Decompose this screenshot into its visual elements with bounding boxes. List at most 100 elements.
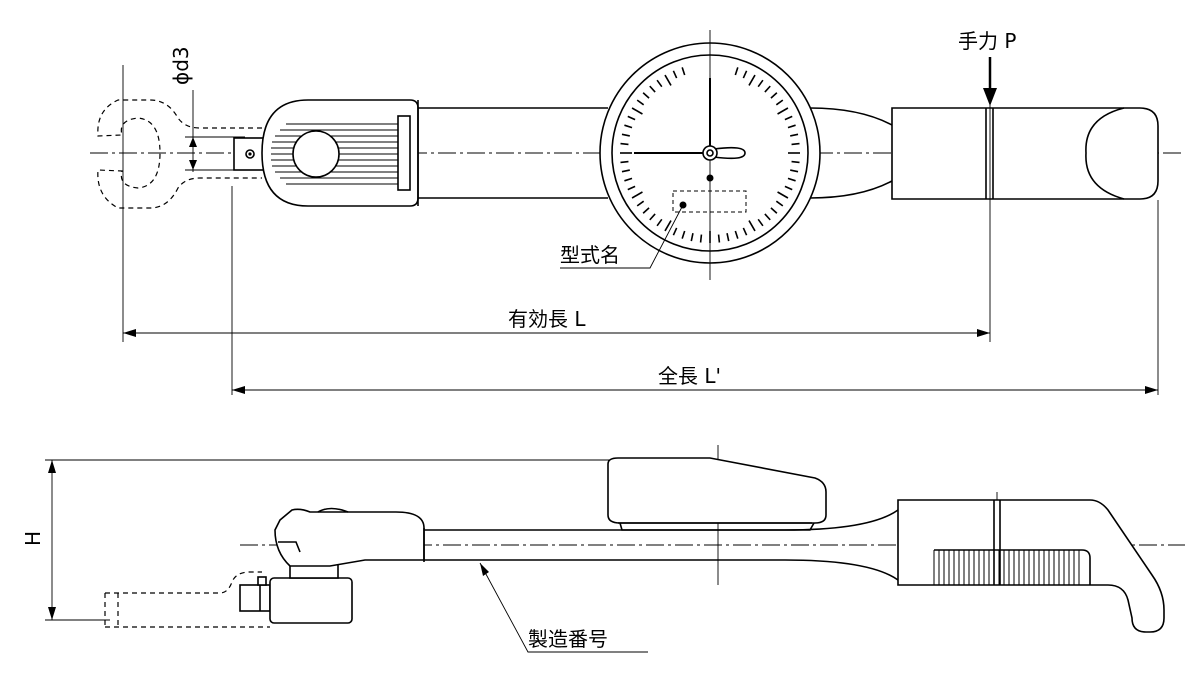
dial-tick [791, 160, 800, 164]
grip [891, 107, 1159, 200]
dial-tick [734, 67, 739, 76]
dial-tick [656, 218, 663, 227]
hand-force-label: 手力 P [958, 29, 1016, 53]
d3-arrow-bottom [189, 160, 197, 170]
dial-tick [770, 207, 778, 214]
dial-tick [631, 191, 643, 199]
drive-pin [245, 149, 255, 159]
serial-number-leader [479, 562, 648, 653]
dial-tick [757, 218, 764, 227]
dial-tick [621, 169, 630, 173]
dial-tick [627, 185, 636, 191]
dial-tick [784, 185, 793, 191]
dial-tick [777, 107, 789, 115]
dial-tick [664, 74, 672, 86]
dial-tick [764, 213, 771, 221]
overall-length-label: 全長 L' [658, 364, 721, 388]
handle-shaft [418, 107, 608, 199]
dial-tick [672, 70, 678, 79]
drive-pin-center [248, 152, 252, 156]
height-label: H [21, 531, 45, 546]
dial-tick [649, 85, 656, 93]
spanner-head-outline [97, 99, 262, 209]
serial-number-arrowhead [480, 563, 489, 576]
side-ratchet-head [274, 508, 425, 567]
dial-tick [726, 233, 730, 242]
side-spanner-outline [104, 571, 270, 628]
dial-tick [624, 177, 633, 182]
model-name-plate [672, 190, 747, 213]
side-dial-housing [607, 457, 827, 524]
dial-tick [620, 160, 629, 164]
side-ratchet-knob [317, 507, 349, 513]
side-square-drive [239, 584, 271, 612]
dial-tick [627, 115, 636, 121]
dial-tick [742, 70, 748, 79]
dial-tick [624, 124, 633, 129]
dial-tick [790, 133, 799, 137]
top-view: 型式名 手力 P 有効長 L 全長 L' ϕd3 [90, 29, 1185, 395]
dial-tick [770, 92, 778, 99]
dial-tick [775, 200, 784, 207]
dial-tick [748, 220, 756, 232]
dial-hub-inner [706, 149, 714, 157]
overall-length-arrow-left [232, 386, 245, 394]
dial-needle-tail [713, 146, 746, 160]
dial-tick [664, 220, 672, 232]
height-arrow-top [48, 460, 56, 473]
dial-tick [717, 234, 721, 243]
dial-tick [775, 99, 784, 106]
dial-tick [681, 67, 686, 76]
overall-length-arrow-right [1145, 386, 1158, 394]
ratchet-end-cap [397, 115, 411, 191]
side-socket-body [269, 577, 353, 624]
dial-tick [699, 234, 703, 243]
dial-tick [777, 191, 789, 199]
dial-tick [787, 124, 796, 129]
effective-length-label: 有効長 L [508, 307, 586, 331]
dial-tick [742, 227, 748, 236]
grip-end-curve [1085, 107, 1125, 200]
dial-tick [791, 142, 800, 146]
shaft-to-grip [809, 107, 893, 199]
height-arrow-bottom [48, 607, 56, 620]
dial-tick [690, 233, 694, 242]
dial-tick [649, 213, 656, 221]
dial-tick [681, 230, 686, 239]
dial-tick [636, 200, 645, 207]
ratchet-head [261, 99, 419, 207]
grip-knurl-outline [934, 549, 1091, 585]
model-name-leader [560, 204, 684, 269]
dial-tick [734, 230, 739, 239]
dial-tick [787, 177, 796, 182]
phi-d3-label: ϕd3 [169, 46, 193, 85]
dial-center-dot [706, 174, 714, 182]
model-name-label: 型式名 [560, 243, 620, 267]
dial-tick [757, 79, 764, 88]
d3-arrow-top [189, 137, 197, 147]
effective-length-arrow-left [123, 329, 136, 337]
dial-tick [642, 207, 650, 214]
dial-tick [631, 107, 643, 115]
dial-hub [702, 145, 718, 161]
side-drive-pin [257, 576, 267, 586]
side-ratchet-notch [278, 541, 301, 553]
dial-tick [656, 79, 663, 88]
dial-tick [784, 115, 793, 121]
dial-tick [621, 133, 630, 137]
hand-force-arrowhead [983, 88, 997, 106]
side-dial-housing-base2 [619, 522, 815, 531]
dial-tick [672, 227, 678, 236]
dial-tick [642, 92, 650, 99]
dial-tick [764, 85, 771, 93]
ratchet-knob [292, 130, 340, 178]
side-grip [897, 499, 1165, 633]
dial-tick [748, 74, 756, 86]
side-view: H 製造番号 [21, 445, 1185, 653]
side-grip-knurl [933, 549, 1091, 585]
dial-tick [636, 99, 645, 106]
dial-tick [620, 142, 629, 146]
dial-tick [790, 169, 799, 173]
serial-number-label: 製造番号 [528, 627, 608, 651]
